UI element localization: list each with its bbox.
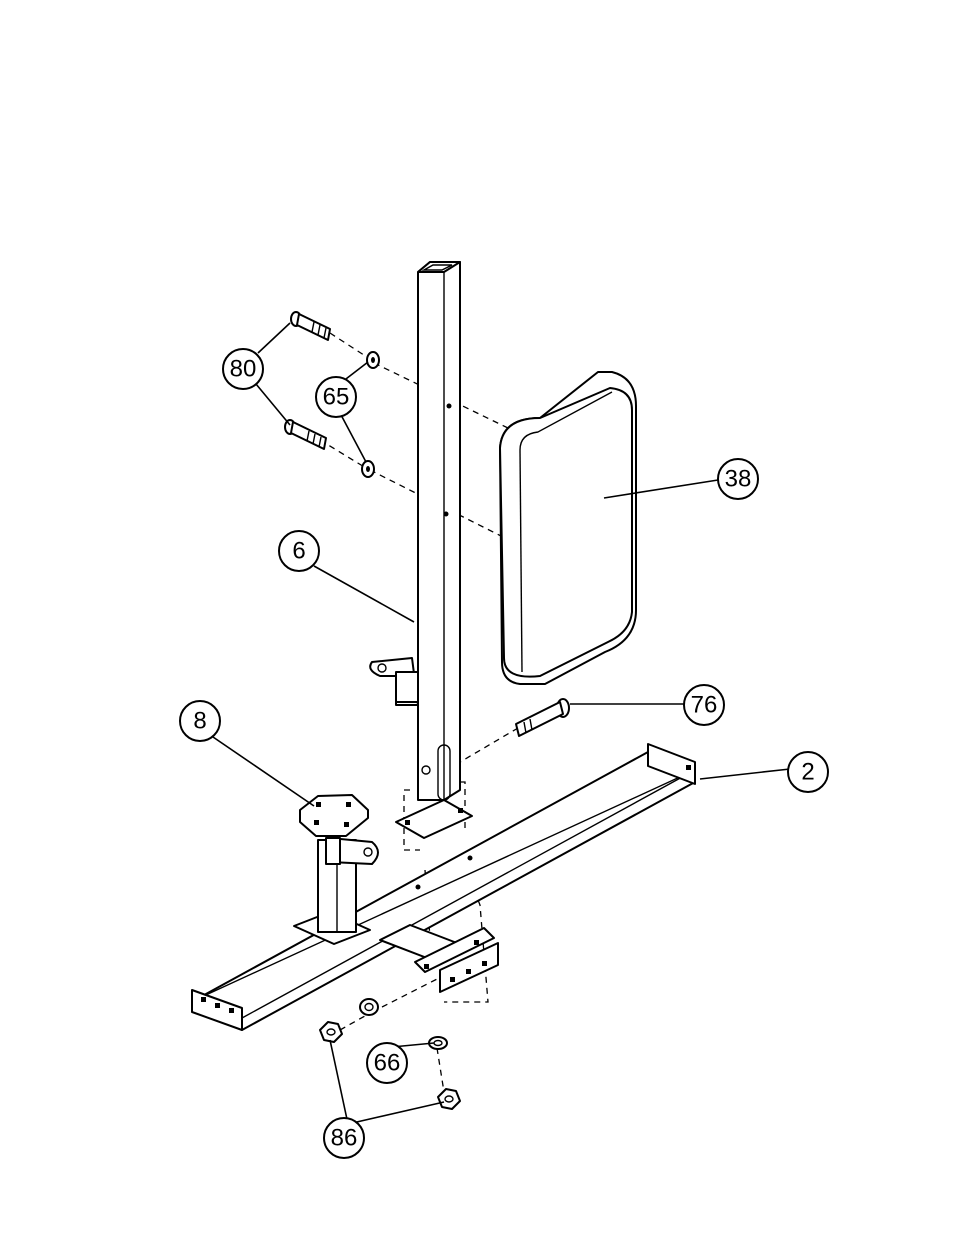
bolt-76 <box>516 699 569 736</box>
callout-76: 76 <box>684 685 724 725</box>
bolt-80-lower <box>285 420 326 449</box>
nut-86-right <box>438 1089 460 1109</box>
callout-86: 86 <box>324 1118 364 1158</box>
washer-65-lower <box>362 461 374 477</box>
callout-6: 6 <box>279 531 319 571</box>
nut-86-left <box>320 1022 342 1042</box>
callout-66: 66 <box>367 1043 407 1083</box>
callout-8: 8 <box>180 701 220 741</box>
back-pad <box>500 372 636 684</box>
callout-label-65: 65 <box>323 384 350 411</box>
callout-label-8: 8 <box>193 708 206 735</box>
callout-label-66: 66 <box>374 1050 401 1077</box>
callout-2: 2 <box>788 752 828 792</box>
washer-66-left <box>360 999 378 1015</box>
callout-38: 38 <box>718 459 758 499</box>
callout-label-80: 80 <box>230 356 257 383</box>
callout-65: 65 <box>316 377 356 417</box>
callout-80: 80 <box>223 349 263 389</box>
callout-label-6: 6 <box>292 538 305 565</box>
washer-65-upper <box>367 352 379 368</box>
bolt-80-upper <box>291 312 330 340</box>
callout-label-38: 38 <box>725 466 752 493</box>
upright-post <box>370 262 472 838</box>
bottom-bracket <box>380 925 498 992</box>
callout-label-76: 76 <box>691 692 718 719</box>
callout-label-2: 2 <box>801 759 814 786</box>
callout-label-86: 86 <box>331 1125 358 1152</box>
